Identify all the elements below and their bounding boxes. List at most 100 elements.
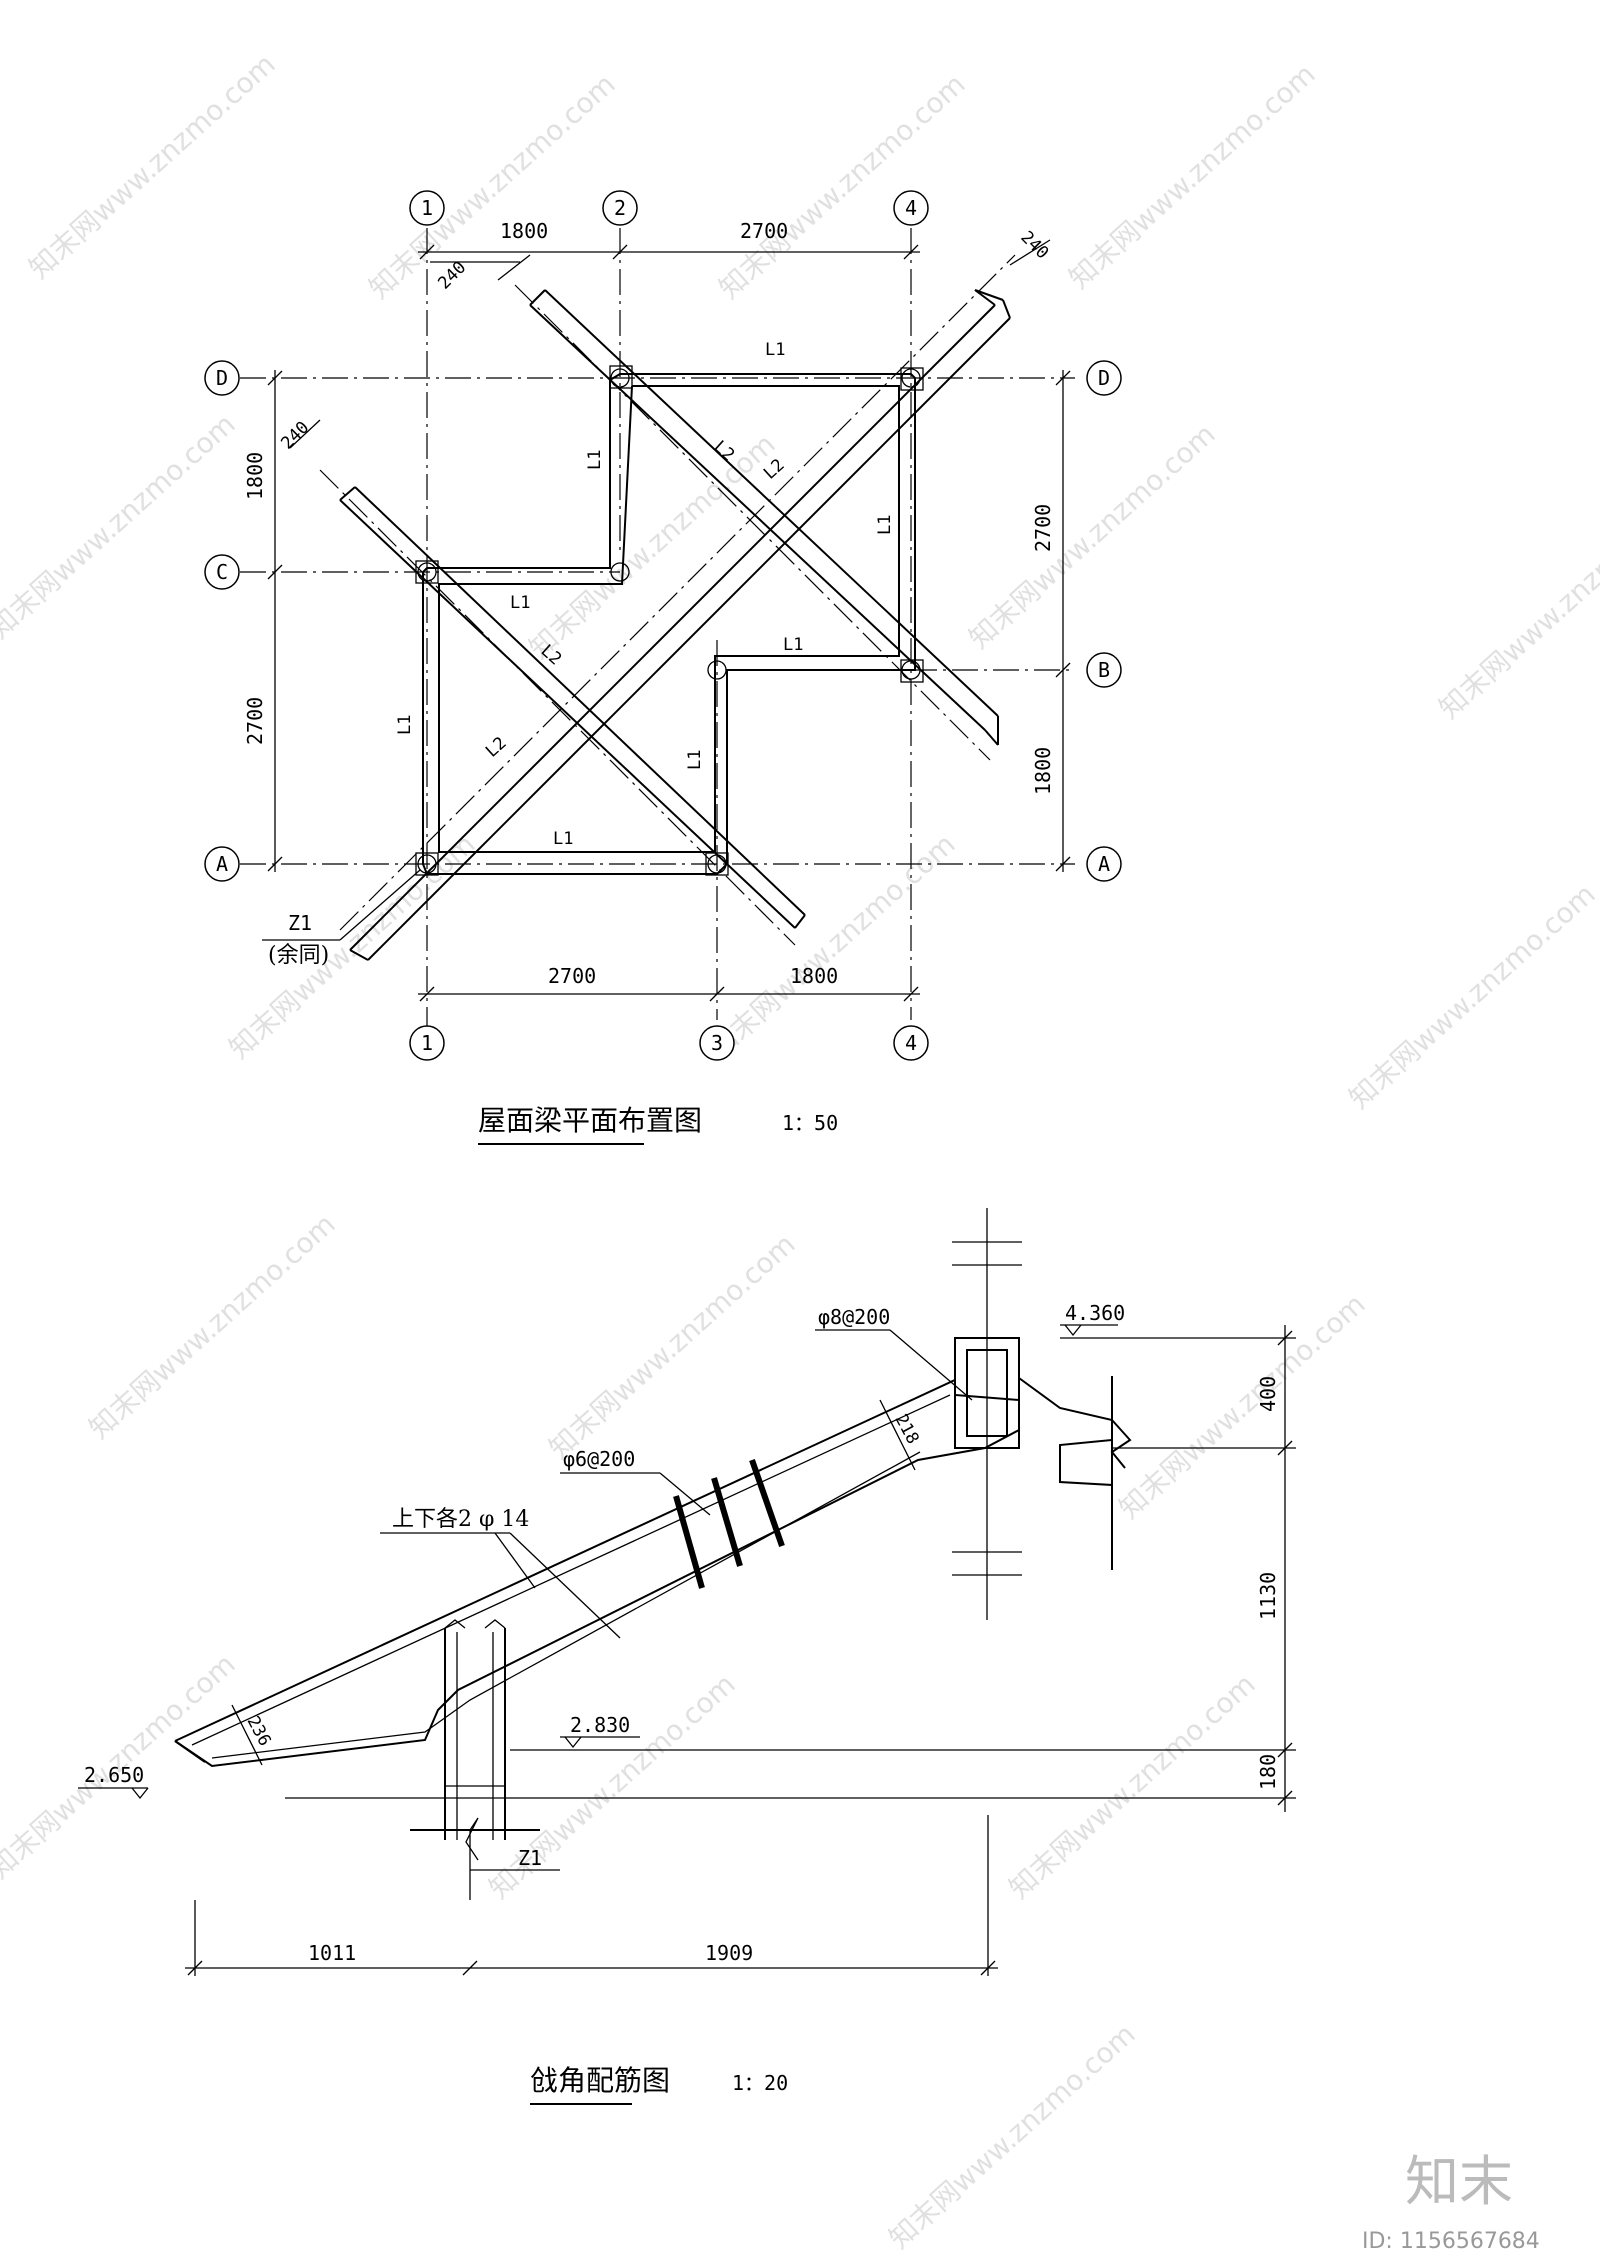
dim-left-2: 2700 [243, 697, 267, 745]
column-z1 [417, 562, 437, 582]
column-z1 [901, 660, 921, 680]
dim-tick [267, 856, 283, 872]
dim-tick [1277, 1742, 1293, 1758]
leader-line [659, 1472, 711, 1516]
dim-tick [1277, 1440, 1293, 1456]
dim-tick [903, 244, 919, 260]
width-mark-240: 240 [277, 418, 313, 454]
watermark-text: 知末网www.znzmo.com [0, 407, 242, 645]
l2-main-edge-a [349, 304, 996, 951]
dim-tick [1055, 662, 1071, 678]
l1-beams [422, 373, 916, 875]
axis-label-right-A: A [1098, 852, 1110, 876]
l2-lower-end-se [794, 914, 806, 929]
l2-lower-edge-b [354, 486, 806, 916]
brand-logo: 知末 [1405, 2150, 1513, 2213]
elevation-value: 4.360 [1065, 1301, 1125, 1325]
elevation-triangle [1064, 1324, 1082, 1337]
wall-outline [1018, 1377, 1113, 1570]
column-z1 [417, 854, 437, 874]
width-mark-leader [497, 254, 531, 281]
brand-id: ID: 1156567684 [1362, 2229, 1540, 2254]
elevation-2650: 2.650 [78, 1763, 149, 1800]
column-square [609, 365, 633, 389]
dim-bottom-1011: 1011 [308, 1941, 356, 1965]
beam-label-l1: L1 [875, 515, 895, 535]
label-stirrup-beam: φ6@200 [563, 1447, 635, 1471]
dim-tick [1277, 1790, 1293, 1806]
axis-label-top-2: 2 [614, 196, 626, 220]
dim-right-1: 2700 [1031, 504, 1055, 552]
axis-bubble-right-A [1086, 846, 1122, 882]
l2-lower-end-nw [339, 486, 356, 501]
plan-scale: 1：50 [782, 1111, 838, 1135]
axis-label-bottom-1: 1 [421, 1031, 433, 1055]
dim-top-2: 2700 [740, 219, 788, 243]
plan-title-group: 屋面梁平面布置图 1：50 [478, 1104, 838, 1145]
leader-line [889, 1329, 973, 1401]
axis-bubble-right-B [1086, 652, 1122, 688]
l2-upper-end-nw [529, 289, 546, 306]
watermark-text: 知末网www.znzmo.com [523, 427, 782, 665]
axis-label-left-C: C [216, 560, 228, 584]
label-stirrup-column: φ8@200 [818, 1305, 890, 1329]
beam-label-l1: L1 [585, 450, 605, 470]
section-title-group: 戗角配筋图 1：20 [530, 2064, 788, 2105]
dim-bottom-1909: 1909 [705, 1941, 753, 1965]
dim-bottom-2: 1800 [790, 964, 838, 988]
dim-tick [1055, 856, 1071, 872]
beam-label-l1: L1 [685, 750, 705, 770]
watermark-text: 知末网www.znzmo.com [363, 67, 622, 305]
watermark-text: 知末网www.znzmo.com [1063, 57, 1322, 295]
watermark-text: 知末网www.znzmo.com [1003, 1667, 1262, 1905]
dim-tick [419, 244, 435, 260]
watermark-text: 知末网www.znzmo.com [23, 47, 282, 285]
leader-line [494, 1532, 536, 1589]
l2-main-end-ne-a [974, 289, 1004, 301]
section-scale: 1：20 [732, 2071, 788, 2095]
dim-right-400: 400 [1256, 1376, 1280, 1412]
hip-beam-outline [174, 1378, 1020, 1768]
thickness-mark-236 [231, 1704, 263, 1766]
l1-beam-inner-outline [438, 385, 900, 853]
l2-main-end-ne-c [1002, 299, 1011, 319]
bottom-rebar [211, 1451, 921, 1759]
stirrup [749, 1459, 785, 1547]
brand-footer: 知末 ID: 1156567684 [1362, 2150, 1540, 2254]
watermark-text: 知末网www.znzmo.com [83, 1207, 342, 1445]
axis-label-top-4: 4 [905, 196, 917, 220]
width-mark-leader [289, 419, 321, 449]
axis-bubble-top-2 [602, 190, 638, 226]
elevation-2830: 2.830 [560, 1713, 640, 1749]
label-main-bars: 上下各2 φ 14 [392, 1507, 529, 1532]
wall-break-line [1110, 1419, 1132, 1469]
axis-bubble-top-4 [893, 190, 929, 226]
l2-main-edge-b [367, 317, 1011, 961]
axis-label-top-1: 1 [421, 196, 433, 220]
dim-right-180: 180 [1256, 1754, 1280, 1790]
axis-bubble-bottom-1 [409, 1025, 445, 1061]
watermark-text: 知末网www.znzmo.com [963, 417, 1222, 655]
column-note: (余同) [268, 943, 329, 968]
column-z1 [610, 368, 630, 388]
section-title: 戗角配筋图 [530, 2064, 670, 2097]
dim-right-1130: 1130 [1256, 1572, 1280, 1620]
watermark-text: 知末网www.znzmo.com [223, 827, 482, 1065]
dim-tick [187, 1960, 203, 1976]
watermark-text: 知末网www.znzmo.com [703, 827, 962, 1065]
label-column-z1: Z1 [518, 1846, 542, 1870]
axis-label-right-D: D [1098, 366, 1110, 390]
l2-upper-edge-b [544, 289, 999, 717]
axis-bubble-left-C [204, 554, 240, 590]
roof-beam-plan: L1 L1 L1 L1 L1 L1 L1 L1 L2 L2 L2 L2 1800… [204, 190, 1122, 1145]
dim-right-2: 1800 [1031, 747, 1055, 795]
axis-label-left-D: D [216, 366, 228, 390]
elevation-triangle [564, 1736, 582, 1749]
beam-labels: L1 L1 L1 L1 L1 L1 L1 L1 L2 L2 L2 L2 [395, 340, 895, 849]
watermark-text: 知末网www.znzmo.com [713, 67, 972, 305]
dim-tick [903, 986, 919, 1002]
column-leader-line [339, 869, 421, 941]
watermark-text: 知末网www.znzmo.com [1343, 877, 1600, 1115]
column-square [705, 852, 729, 876]
